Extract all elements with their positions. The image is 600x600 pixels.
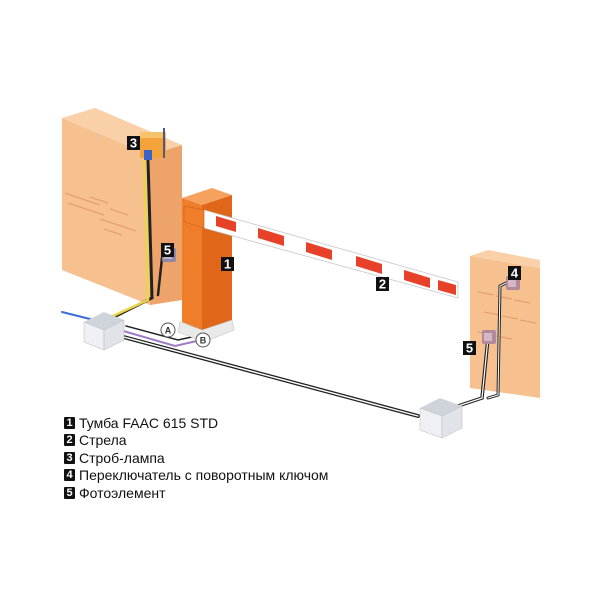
junction-marker-a: A	[160, 322, 176, 338]
callout-pillar: 1	[221, 257, 234, 272]
junction-box-left	[83, 312, 125, 351]
legend-label: Тумба FAAC 615 STD	[79, 414, 219, 431]
svg-text:4: 4	[511, 266, 519, 281]
svg-text:A: A	[165, 326, 172, 336]
legend-number: 2	[64, 434, 75, 447]
left-wall-bricks	[64, 192, 137, 236]
junction-box-right	[419, 398, 463, 439]
legend-number: 3	[64, 451, 75, 464]
svg-text:5: 5	[164, 243, 171, 258]
svg-text:B: B	[200, 336, 207, 346]
legend-item-switch: 4 Переключатель с поворотным ключом	[64, 467, 464, 485]
legend-item-pillar: 1 Тумба FAAC 615 STD	[64, 414, 464, 432]
junction-marker-b: B	[195, 332, 211, 348]
boom-arm	[183, 205, 459, 299]
legend-number: 1	[64, 416, 75, 429]
callout-switch: 4	[508, 266, 521, 281]
callout-photocell-right: 5	[463, 341, 476, 356]
legend-label: Фотоэлемент	[79, 484, 166, 501]
legend-item-photocell: 5 Фотоэлемент	[64, 484, 464, 502]
legend-label: Переключатель с поворотным ключом	[79, 467, 329, 484]
cable-lamp-yellow	[98, 158, 150, 324]
legend-number: 4	[64, 469, 75, 482]
svg-text:2: 2	[379, 277, 386, 292]
legend-number: 5	[64, 486, 75, 499]
legend-label: Строб-лампа	[79, 449, 165, 466]
svg-text:3: 3	[130, 136, 137, 151]
callout-lamp: 3	[127, 136, 140, 151]
cable-blue	[61, 311, 95, 321]
right-wall-bricks	[477, 291, 537, 340]
legend-item-lamp: 3 Строб-лампа	[64, 449, 464, 467]
callout-boom: 2	[376, 277, 389, 292]
right-wall	[470, 250, 540, 398]
svg-text:5: 5	[466, 341, 473, 356]
cable-photocell-left	[156, 256, 164, 297]
cables	[61, 158, 510, 418]
strobe-lamp	[140, 128, 166, 160]
legend-label: Стрела	[79, 432, 127, 449]
photocell-right	[482, 330, 496, 344]
legend-item-boom: 2 Стрела	[64, 432, 464, 450]
legend: 1 Тумба FAAC 615 STD 2 Стрела 3 Строб-ла…	[64, 414, 464, 502]
svg-text:1: 1	[224, 257, 231, 272]
callout-photocell-left: 5	[161, 243, 174, 258]
